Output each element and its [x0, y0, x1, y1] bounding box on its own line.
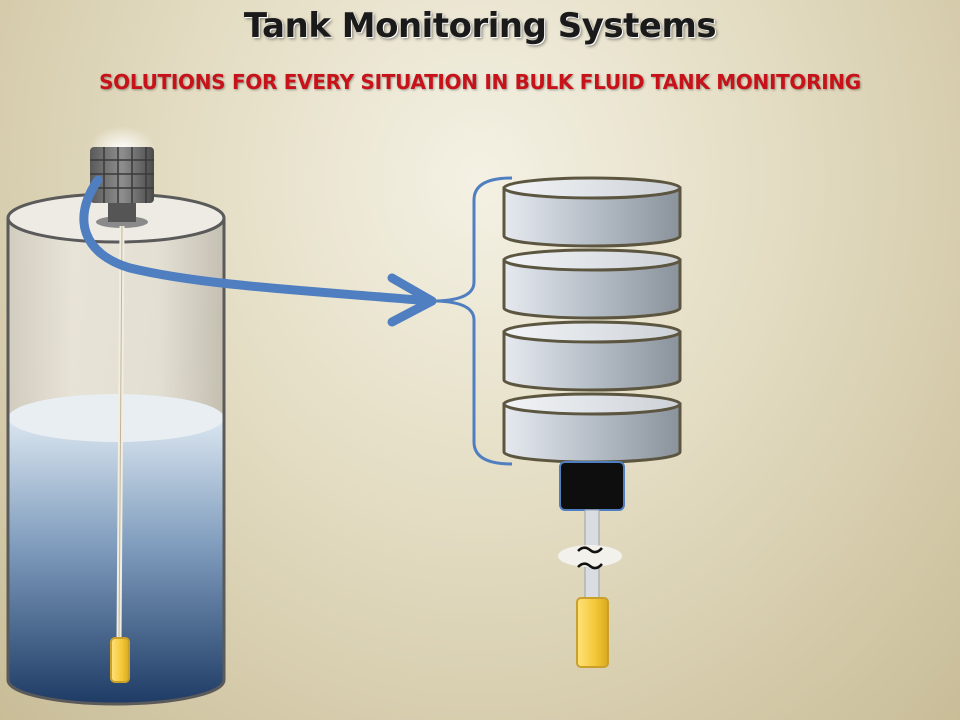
sensor-module	[502, 320, 682, 392]
sensor-module-stack	[502, 176, 682, 464]
cable-break-icon	[558, 545, 622, 570]
sensor-module	[502, 248, 682, 320]
connector-arrow	[79, 175, 437, 327]
storage-tank	[6, 192, 226, 706]
level-sensor-head	[88, 126, 156, 228]
arrow-head	[387, 273, 437, 327]
probe-float	[576, 597, 609, 668]
tank-fluid	[8, 394, 224, 704]
sensor-base	[559, 461, 625, 511]
module-brace	[435, 176, 513, 466]
tank-outline	[6, 218, 226, 706]
page-title: Tank Monitoring Systems	[243, 6, 717, 46]
sensor-module	[502, 392, 682, 464]
tank-float	[110, 637, 130, 683]
page-subtitle: SOLUTIONS FOR EVERY SITUATION IN BULK FL…	[99, 70, 861, 94]
sensor-module	[502, 176, 682, 248]
